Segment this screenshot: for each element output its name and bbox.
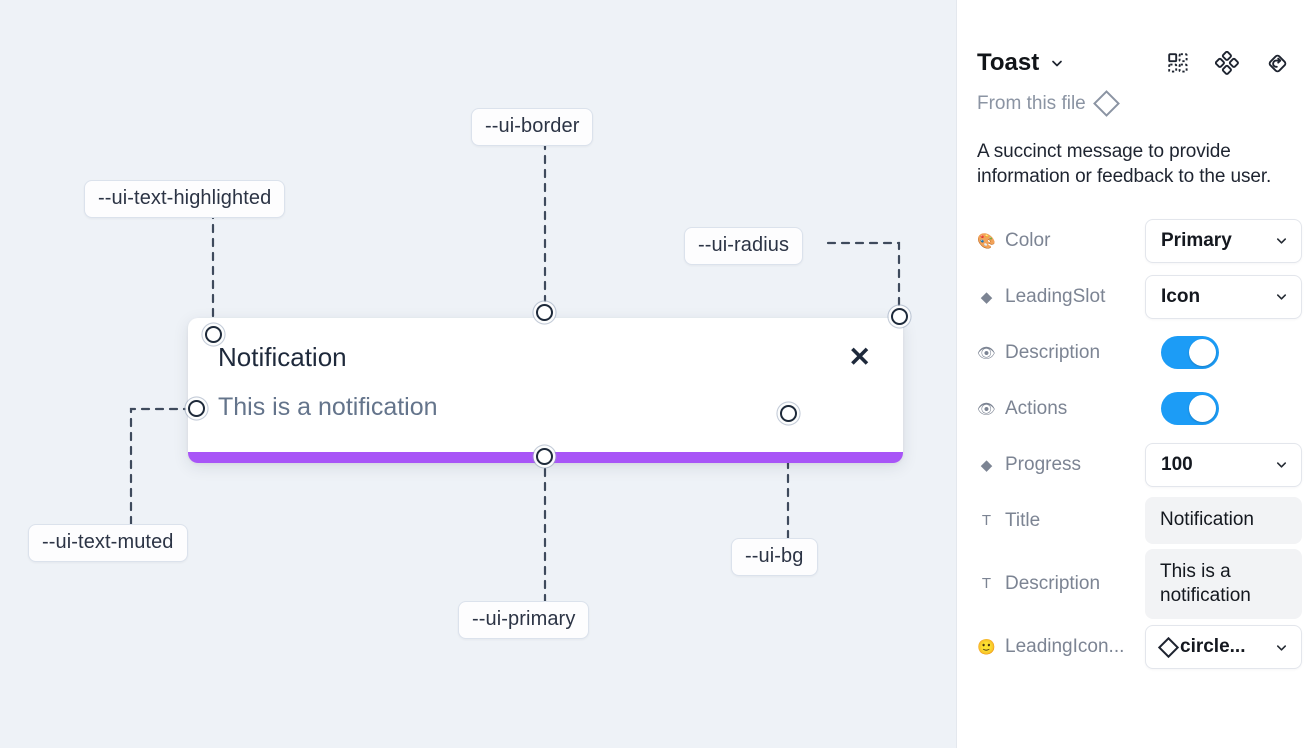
diamond-filled-icon: ◆ xyxy=(980,456,993,474)
token-label-ui-text-highlighted[interactable]: --ui-text-highlighted xyxy=(84,180,286,218)
token-label-ui-radius[interactable]: --ui-radius xyxy=(684,227,804,265)
leadingicon-select-value: circle... xyxy=(1180,636,1246,658)
close-x-icon[interactable]: ✕ xyxy=(848,342,871,372)
property-name: LeadingSlot xyxy=(1005,285,1106,307)
anchor-text-highlighted[interactable] xyxy=(205,326,222,343)
property-label-leadingicon: 🙂 LeadingIcon... xyxy=(977,636,1145,658)
progress-select-value: 100 xyxy=(1161,453,1193,475)
description-toggle[interactable] xyxy=(1161,336,1219,370)
from-this-file-row[interactable]: From this file xyxy=(977,90,1292,117)
anchor-bg[interactable] xyxy=(780,405,797,422)
property-name: LeadingIcon... xyxy=(1005,636,1125,658)
diamond-icon xyxy=(1092,90,1120,117)
progress-select[interactable]: 100 xyxy=(1145,442,1302,487)
property-name: Description xyxy=(1005,341,1101,363)
property-row-actions-toggle: 👁 Actions xyxy=(977,381,1292,437)
leadingslot-select-value: Icon xyxy=(1161,285,1201,307)
color-select[interactable]: Primary xyxy=(1145,218,1302,263)
token-label-ui-primary[interactable]: --ui-primary xyxy=(458,601,590,639)
property-label-color: 🎨 Color xyxy=(977,230,1145,252)
diamond-filled-icon: ◆ xyxy=(980,288,993,306)
leadingicon-select[interactable]: circle... xyxy=(1145,625,1302,670)
text-type-icon: T xyxy=(981,512,992,530)
chevron-down-icon xyxy=(1274,457,1289,472)
property-label-description-text: T Description xyxy=(977,573,1145,595)
property-label-progress: ◆ Progress xyxy=(977,454,1145,476)
diamond-icon xyxy=(1157,636,1180,658)
token-label-ui-border[interactable]: --ui-border xyxy=(471,108,594,146)
token-label-ui-bg[interactable]: --ui-bg xyxy=(731,538,818,576)
property-name: Title xyxy=(1005,509,1041,531)
actions-toggle[interactable] xyxy=(1161,392,1219,426)
property-label-actions-toggle: 👁 Actions xyxy=(977,398,1145,420)
property-label-leadingslot: ◆ LeadingSlot xyxy=(977,286,1145,308)
property-row-color: 🎨 Color Primary xyxy=(977,213,1302,269)
description-input[interactable]: This is a notification xyxy=(1145,548,1302,620)
anchor-radius[interactable] xyxy=(891,308,908,325)
chevron-down-icon[interactable] xyxy=(1049,55,1065,71)
panel-header: Toast xyxy=(977,0,1292,92)
chevron-down-icon xyxy=(1274,289,1289,304)
property-row-progress: ◆ Progress 100 xyxy=(977,437,1302,493)
property-row-leadingicon: 🙂 LeadingIcon... circle... xyxy=(977,619,1302,675)
header-icon-group xyxy=(1167,51,1292,76)
property-row-description-toggle: 👁 Description xyxy=(977,325,1292,381)
property-label-description-toggle: 👁 Description xyxy=(977,342,1145,364)
anchor-border[interactable] xyxy=(536,304,553,321)
chevron-down-icon xyxy=(1274,233,1289,248)
design-canvas[interactable]: Notification ✕ This is a notification --… xyxy=(0,0,956,748)
variants-icon[interactable] xyxy=(1215,51,1239,75)
property-label-title: T Title xyxy=(977,510,1145,532)
smiley-emoji-icon: 🙂 xyxy=(977,639,996,657)
toast-description: This is a notification xyxy=(218,393,438,421)
property-list: 🎨 Color Primary ◆ LeadingSlot xyxy=(977,213,1302,676)
property-name: Description xyxy=(1005,572,1101,594)
eye-emoji-icon: 👁 xyxy=(977,400,997,418)
reset-instance-icon[interactable] xyxy=(1265,51,1290,76)
property-name: Actions xyxy=(1005,397,1068,419)
property-row-title: T Title Notification xyxy=(977,493,1302,549)
chevron-down-icon xyxy=(1274,640,1289,655)
property-name: Color xyxy=(1005,229,1051,251)
eye-emoji-icon: 👁 xyxy=(977,344,997,362)
anchor-text-muted[interactable] xyxy=(188,400,205,417)
component-grid-icon[interactable] xyxy=(1167,52,1189,74)
property-row-description-text: T Description This is a notification xyxy=(977,548,1302,620)
toast-title: Notification xyxy=(218,342,347,372)
component-description: A succinct message to provide informatio… xyxy=(977,141,1272,188)
leadingslot-select[interactable]: Icon xyxy=(1145,274,1302,319)
toast-preview-card[interactable]: Notification ✕ This is a notification xyxy=(188,318,903,463)
palette-emoji-icon: 🎨 xyxy=(977,232,996,250)
text-type-icon: T xyxy=(981,575,992,593)
token-label-ui-text-muted[interactable]: --ui-text-muted xyxy=(28,524,188,562)
title-input[interactable]: Notification xyxy=(1145,497,1302,544)
property-row-leadingslot: ◆ LeadingSlot Icon xyxy=(977,269,1302,325)
page-title: Toast xyxy=(977,49,1040,76)
property-name: Progress xyxy=(1005,453,1082,475)
anchor-primary[interactable] xyxy=(536,448,553,465)
color-select-value: Primary xyxy=(1161,229,1232,251)
properties-panel: Toast xyxy=(956,0,1312,748)
from-this-file-label: From this file xyxy=(977,93,1086,114)
